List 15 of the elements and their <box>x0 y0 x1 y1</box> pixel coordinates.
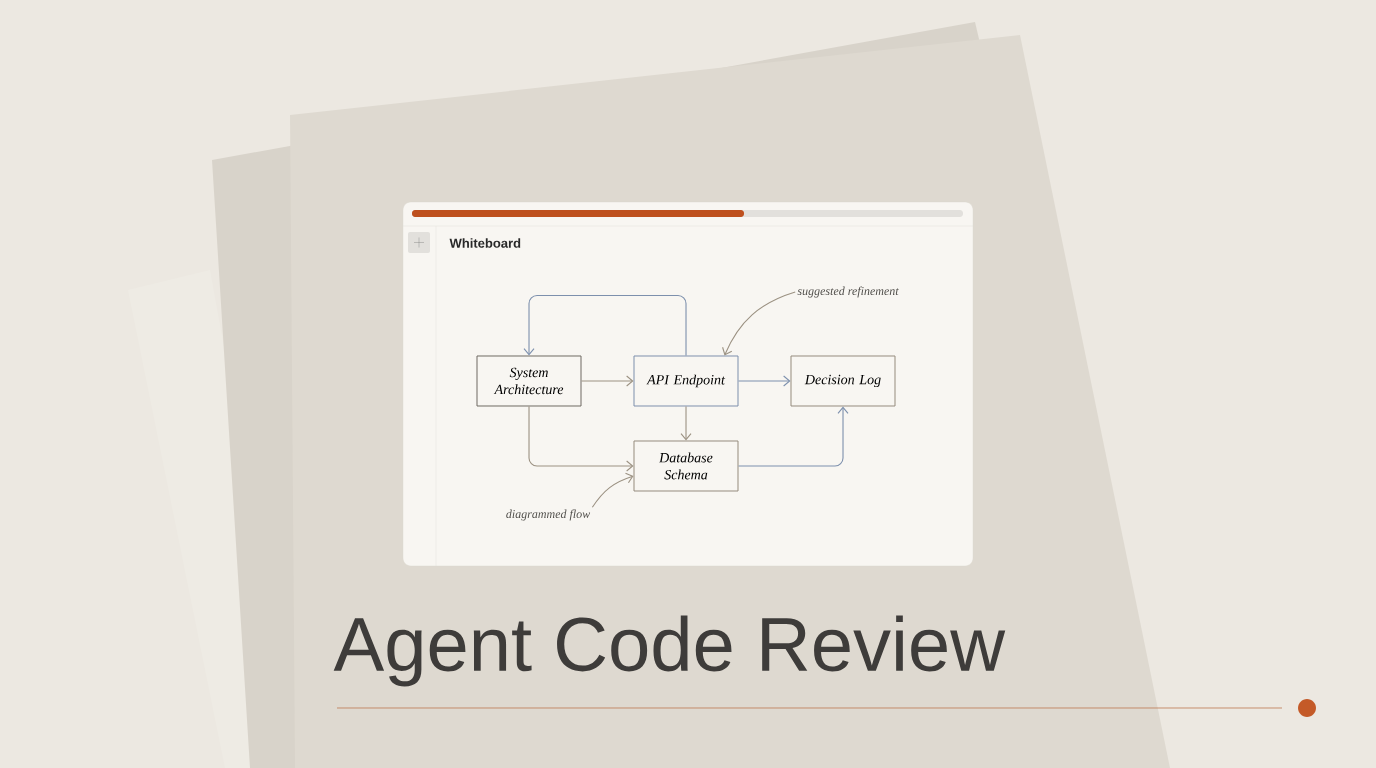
arrow <box>680 405 692 441</box>
arrow <box>591 472 634 508</box>
arrow <box>722 291 796 356</box>
arrow <box>737 406 849 467</box>
process-box: Decision Log <box>790 355 896 407</box>
process-box: System Architecture <box>476 355 582 407</box>
title: Agent Code Review <box>333 615 1006 687</box>
process-box: Database Schema <box>633 440 739 492</box>
process-box: API Endpoint <box>633 355 739 407</box>
arrow <box>528 405 634 472</box>
annotation-text: suggested refinement <box>797 286 899 298</box>
arrow <box>523 294 687 357</box>
arrow <box>737 375 791 387</box>
arrow <box>580 375 634 387</box>
annotation-text: diagrammed flow <box>506 509 591 521</box>
